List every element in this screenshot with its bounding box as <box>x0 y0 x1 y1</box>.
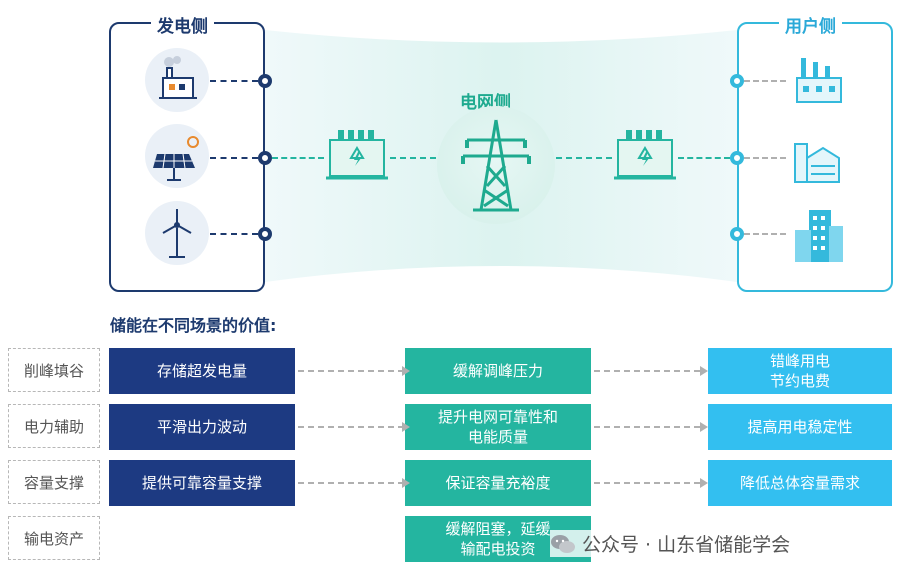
wind-turbine-icon <box>145 201 209 265</box>
generation-value-box: 平滑出力波动 <box>109 404 295 450</box>
user-connection-node <box>730 74 744 88</box>
office-building-icon <box>787 200 851 264</box>
user-link-dash <box>744 233 786 235</box>
transmission-tower-icon <box>437 106 555 224</box>
transformer-icon <box>324 128 390 186</box>
row-label-capacity-support: 容量支撑 <box>8 460 100 504</box>
grid-value-box: 保证容量充裕度 <box>405 460 591 506</box>
watermark-text: 公众号 · 山东省储能学会 <box>582 534 791 556</box>
row-label-peak-shaving: 削峰填谷 <box>8 348 100 392</box>
wechat-icon <box>550 533 576 555</box>
transformer-icon <box>612 128 678 186</box>
user-value-box: 提高用电稳定性 <box>708 404 892 450</box>
grid-link-dash <box>272 157 324 159</box>
row-label-transmission-assets: 输电资产 <box>8 516 100 560</box>
generation-value-box: 存储超发电量 <box>109 348 295 394</box>
user-value-box: 错峰用电 节约电费 <box>708 348 892 394</box>
generation-value-box: 提供可靠容量支撑 <box>109 460 295 506</box>
generation-connection-node <box>258 74 272 88</box>
warehouse-icon <box>787 122 851 186</box>
generation-connection-node <box>258 151 272 165</box>
watermark: 公众号 · 山东省储能学会 <box>550 530 791 557</box>
generation-side-title: 发电侧 <box>151 12 214 37</box>
solar-panel-icon <box>145 124 209 188</box>
grid-value-box: 提升电网可靠性和 电能质量 <box>405 404 591 450</box>
generation-connection-node <box>258 227 272 241</box>
row-label-ancillary-service: 电力辅助 <box>8 404 100 448</box>
user-connection-node <box>730 227 744 241</box>
section-title: 储能在不同场景的价值: <box>110 316 277 335</box>
grid-link-dash <box>390 157 436 159</box>
user-side-title: 用户侧 <box>779 12 842 37</box>
generation-link-dash <box>210 157 258 159</box>
grid-link-dash <box>556 157 612 159</box>
grid-value-box: 缓解调峰压力 <box>405 348 591 394</box>
generation-link-dash <box>210 80 258 82</box>
grid-link-dash <box>678 157 730 159</box>
user-connection-node <box>730 151 744 165</box>
generation-link-dash <box>210 233 258 235</box>
factory-icon <box>787 44 851 108</box>
thermal-power-plant-icon <box>145 48 209 112</box>
user-link-dash <box>744 157 786 159</box>
user-link-dash <box>744 80 786 82</box>
user-value-box: 降低总体容量需求 <box>708 460 892 506</box>
